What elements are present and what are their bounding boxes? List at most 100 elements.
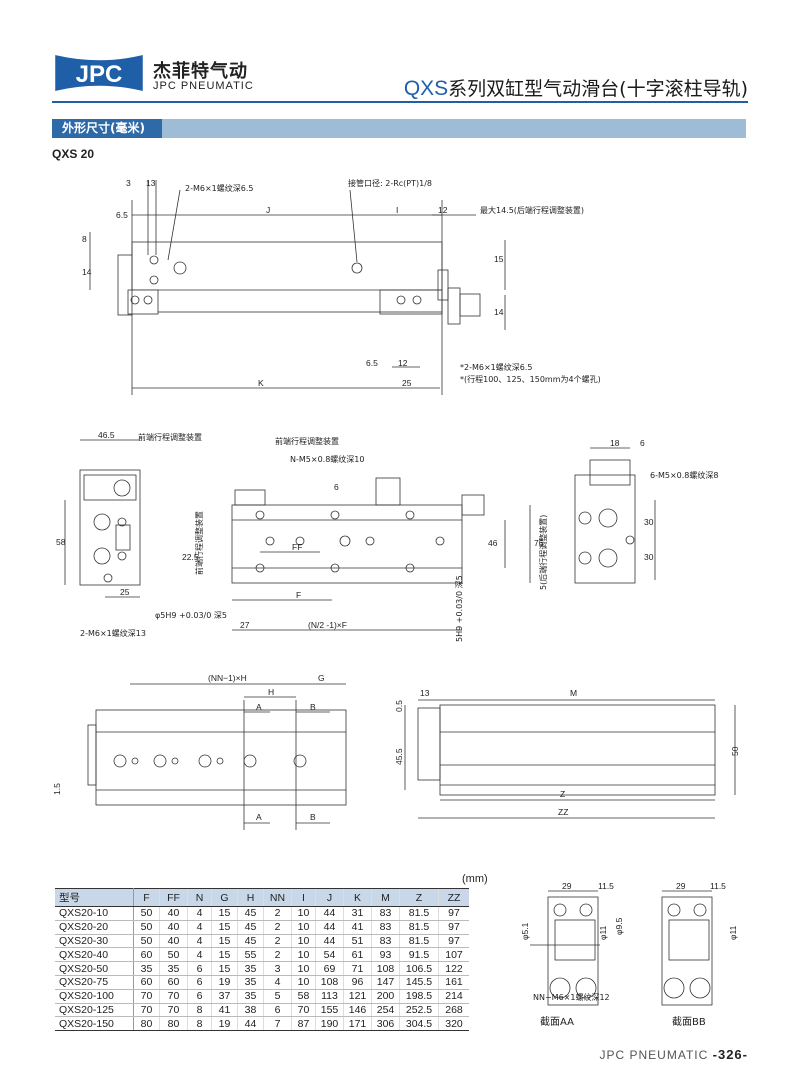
note-port: 接管口径: 2-Rc(PT)1/8 [348, 178, 432, 188]
section-bar: 外形尺寸(毫米) [52, 119, 746, 138]
col-header: 型号 [55, 888, 134, 907]
value-cell: 44 [315, 920, 344, 935]
value-cell: 97 [438, 906, 469, 921]
value-cell: 41 [211, 1003, 238, 1018]
dim-18: 18 [610, 438, 620, 448]
value-cell: 61 [343, 947, 372, 963]
dim-phi11-aa: φ11 [598, 925, 608, 940]
value-cell: 304.5 [399, 1016, 439, 1032]
label-section-bb: 截面BB [672, 1015, 706, 1028]
value-cell: 81.5 [399, 906, 439, 921]
dim-K: K [258, 378, 264, 388]
dim-11-5-aa: 11.5 [598, 881, 614, 891]
dim-ZZ: ZZ [558, 807, 568, 817]
col-header: NN [263, 888, 292, 907]
value-cell: 4 [187, 920, 212, 935]
dim-8: 8 [82, 234, 87, 244]
value-cell: 70 [159, 1003, 188, 1018]
footer: JPC PNEUMATIC -326- [600, 1047, 749, 1062]
value-cell: 10 [291, 947, 316, 963]
col-header: N [187, 888, 212, 907]
dim-phi9-5: φ9.5 [614, 917, 624, 935]
value-cell: 19 [211, 1016, 238, 1032]
col-header: I [291, 888, 316, 907]
dim-H: H [268, 687, 274, 697]
jpc-logo: JPC [55, 55, 143, 91]
value-cell: 10 [291, 961, 316, 976]
value-cell: 40 [159, 934, 188, 949]
note-M6-13: 2-M6×1螺纹深13 [80, 628, 146, 638]
dim-22-5: 22.5 [182, 552, 199, 562]
value-cell: 37 [211, 989, 238, 1004]
value-cell: 200 [371, 989, 400, 1004]
model-cell: QXS20-150 [55, 1016, 134, 1032]
value-cell: 87 [291, 1016, 316, 1032]
value-cell: 60 [133, 975, 160, 990]
value-cell: 70 [133, 1003, 160, 1018]
value-cell: 45 [237, 934, 264, 949]
value-cell: 45 [237, 906, 264, 921]
model-cell: QXS20-100 [55, 989, 134, 1004]
value-cell: 54 [315, 947, 344, 963]
value-cell: 2 [263, 934, 292, 949]
value-cell: 35 [159, 961, 188, 976]
value-cell: 161 [438, 975, 469, 990]
value-cell: 4 [187, 934, 212, 949]
series-code: QXS [403, 77, 449, 100]
value-cell: 6 [187, 975, 212, 990]
dim-NN-H: (NN−1)×H [208, 673, 247, 683]
value-cell: 35 [237, 975, 264, 990]
value-cell: 80 [159, 1016, 188, 1032]
dim-13: 13 [146, 178, 156, 188]
value-cell: 83 [371, 934, 400, 949]
value-cell: 10 [291, 906, 316, 921]
note-stroke-holes: *(行程100、125、150mm为4个螺孔) [460, 374, 601, 384]
value-cell: 91.5 [399, 947, 439, 963]
note-stroke-adjust: 最大14.5(后端行程调整装置) [480, 205, 584, 215]
value-cell: 81.5 [399, 920, 439, 935]
value-cell: 97 [438, 920, 469, 935]
series-title: 系列双缸型气动滑台(十字滚柱导轨) [448, 78, 748, 100]
value-cell: 121 [343, 989, 372, 1004]
dim-58: 58 [56, 537, 66, 547]
value-cell: 60 [159, 975, 188, 990]
col-header: FF [159, 888, 188, 907]
dim-50: 50 [730, 746, 740, 756]
value-cell: 38 [237, 1003, 264, 1018]
value-cell: 190 [315, 1016, 344, 1032]
note-rear-adjust: 5(后端行程调整装置) [538, 515, 548, 590]
value-cell: 96 [343, 975, 372, 990]
value-cell: 70 [133, 989, 160, 1004]
dim-12: 12 [438, 205, 448, 215]
dim-14-left: 14 [82, 267, 92, 277]
value-cell: 40 [159, 906, 188, 921]
dim-Z: Z [560, 789, 565, 799]
dim-12-bottom: 12 [398, 358, 408, 368]
value-cell: 15 [211, 947, 238, 963]
value-cell: 93 [371, 947, 400, 963]
footer-brand: JPC PNEUMATIC [599, 1048, 709, 1062]
value-cell: 6 [187, 961, 212, 976]
value-cell: 252.5 [399, 1003, 439, 1018]
value-cell: 81.5 [399, 934, 439, 949]
dim-45-5: 45.5 [394, 748, 404, 765]
note-thread-star: *2-M6×1螺纹深6.5 [460, 362, 532, 372]
value-cell: 58 [291, 989, 316, 1004]
dim-phi5-1: φ5.1 [520, 922, 530, 940]
value-cell: 97 [438, 934, 469, 949]
value-cell: 6 [263, 1003, 292, 1018]
note-NN-thread: NN−M6×1螺纹深12 [533, 992, 610, 1002]
value-cell: 40 [159, 920, 188, 935]
section-label: 外形尺寸(毫米) [52, 119, 162, 138]
value-cell: 306 [371, 1016, 400, 1032]
value-cell: 83 [371, 906, 400, 921]
value-cell: 50 [159, 947, 188, 963]
note-phi5H9: φ5H9 +0.03/0 深5 [155, 611, 227, 620]
dim-6-end: 6 [640, 438, 645, 448]
dim-27: 27 [240, 620, 250, 630]
dim-FF: FF [292, 542, 302, 552]
